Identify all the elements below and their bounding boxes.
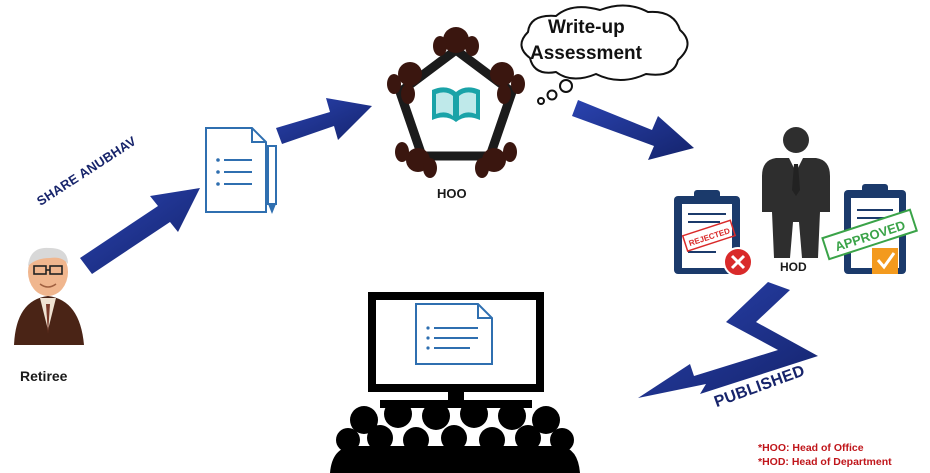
computer-monitor-icon <box>368 292 544 408</box>
audience-silhouette-icon <box>330 400 580 473</box>
arrow-document-to-hoo <box>276 98 372 144</box>
thought-text-line1: Write-up <box>548 17 625 38</box>
arrow-hod-to-published <box>638 282 818 398</box>
retiree-label: Retiree <box>20 368 68 384</box>
arrow-hoo-to-hod <box>572 100 694 160</box>
retiree-person-icon <box>14 247 84 345</box>
document-pencil-icon <box>205 127 277 214</box>
arrow-retiree-to-document <box>80 188 200 274</box>
hoo-label: HOO <box>437 186 467 201</box>
hod-label: HOD <box>780 260 807 274</box>
rejected-clipboard-icon: REJECTED <box>674 190 753 277</box>
thought-cloud-icon <box>520 4 689 105</box>
legend-hod: *HOD: Head of Department <box>758 456 892 468</box>
meeting-table-icon <box>387 27 525 178</box>
businessman-icon <box>762 127 830 258</box>
legend-hoo: *HOO: Head of Office <box>758 442 864 454</box>
approved-clipboard-icon: APPROVED <box>821 184 919 274</box>
thought-text-line2: Assessment <box>530 43 642 64</box>
abbreviation-legend: *HOO: Head of Office *HOD: Head of Depar… <box>758 441 892 469</box>
